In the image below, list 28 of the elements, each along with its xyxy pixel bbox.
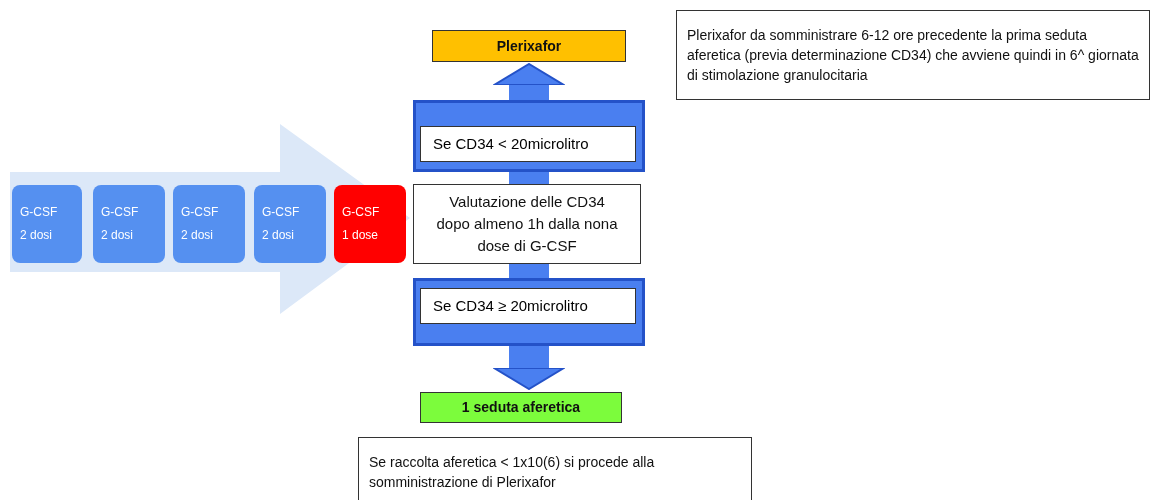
dose-box: [334, 185, 406, 263]
dose-count: 1 dose: [342, 227, 380, 244]
dose-box: [93, 185, 165, 263]
dose-count: 2 dosi: [20, 227, 54, 244]
dose-box: [173, 185, 245, 263]
box-text: 1 seduta aferetica: [460, 398, 582, 418]
box-text: Plerixafor: [495, 36, 563, 56]
box-text: Se raccolta aferetica < 1x10(6) si procede alla somministrazione di Plerixafor: [369, 452, 656, 492]
drug-name: G-CSF: [101, 203, 140, 221]
result-box: [432, 30, 626, 62]
result-box: [420, 392, 622, 423]
dose-count: 2 dosi: [181, 227, 215, 244]
timeline-arrow: [10, 124, 410, 314]
drug-name: G-CSF: [20, 203, 59, 221]
evaluation-box: [413, 184, 641, 264]
box-text: Valutazione delle CD34 dopo almeno 1h dalla nona dose di G-CSF: [436, 192, 618, 256]
note-box: [676, 10, 1150, 100]
dose-count: 2 dosi: [262, 227, 296, 244]
dose-box: [12, 185, 82, 263]
edge-label: Se CD34 ≥ 20microlitro: [420, 288, 636, 324]
box-text: Plerixafor da somministrare 6-12 ore precedente la prima seduta aferetica (previa determinazione CD34) che avviene quindi in 6^ giornata di stimolazione granulocitaria: [687, 25, 1139, 86]
dose-count: 2 dosi: [101, 227, 135, 244]
drug-name: G-CSF: [262, 203, 301, 221]
dose-box: [254, 185, 326, 263]
drug-name: G-CSF: [181, 203, 220, 221]
edge-label: Se CD34 < 20microlitro: [420, 126, 636, 162]
drug-name: G-CSF: [342, 203, 381, 221]
note-box: [358, 437, 752, 500]
